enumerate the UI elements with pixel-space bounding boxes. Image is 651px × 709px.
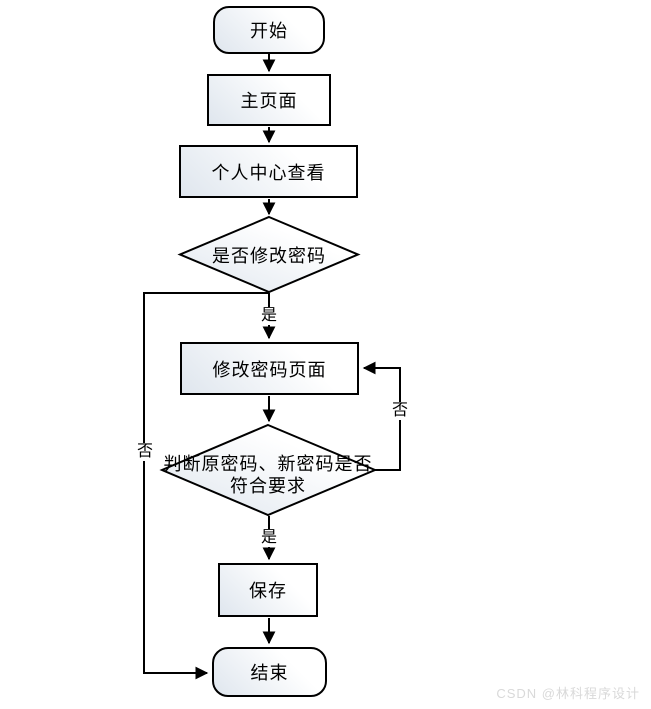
edge-label-decision2-no: 否 xyxy=(391,402,410,420)
edge-label-decision1-no: 否 xyxy=(136,443,155,461)
node-modify-password-page-label: 修改密码页面 xyxy=(212,359,327,380)
decision2-diamond-shape xyxy=(159,423,378,517)
decision2-label-line2: 符合要求 xyxy=(230,476,306,496)
node-save: 保存 xyxy=(218,563,318,617)
node-start-label: 开始 xyxy=(250,21,288,41)
node-personal-center: 个人中心查看 xyxy=(179,145,358,198)
decision1-diamond-shape xyxy=(177,215,361,294)
edge-label-decision2-yes: 是 xyxy=(260,529,279,547)
node-main-page: 主页面 xyxy=(207,74,331,126)
decision2-label-line1: 判断原密码、新密码是否 xyxy=(163,454,373,474)
watermark-text: CSDN @林科程序设计 xyxy=(496,686,640,701)
decision1-label: 是否修改密码 xyxy=(212,246,326,266)
node-start: 开始 xyxy=(213,6,325,54)
node-end: 结束 xyxy=(212,647,327,697)
edge-label-decision1-yes: 是 xyxy=(260,307,279,325)
node-main-page-label: 主页面 xyxy=(240,91,298,111)
decision2-label: 判断原密码、新密码是否 符合要求 xyxy=(150,453,386,497)
node-personal-center-label: 个人中心查看 xyxy=(211,162,326,183)
edge-decision1-no-to-end xyxy=(143,292,269,680)
node-modify-password-page: 修改密码页面 xyxy=(180,342,359,395)
node-end-label: 结束 xyxy=(250,663,289,683)
node-save-label: 保存 xyxy=(249,581,287,601)
